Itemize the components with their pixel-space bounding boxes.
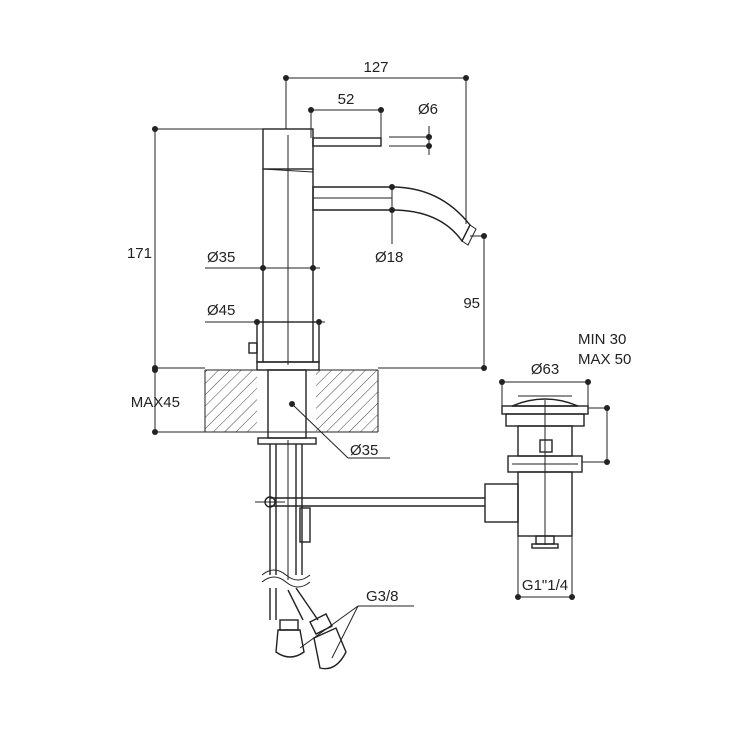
label-lever-length: 52 xyxy=(338,91,355,108)
label-total-height: 171 xyxy=(127,245,152,262)
shank-and-hoses xyxy=(257,369,347,670)
dim-max-deck: MAX45 xyxy=(131,367,205,435)
dim-spout-diameter: Ø18 xyxy=(375,184,403,266)
dim-waste-diameter: Ø63 xyxy=(499,361,591,406)
dim-hose-thread: G3/8 xyxy=(299,588,414,659)
label-waste-diameter: Ø63 xyxy=(531,361,559,378)
label-waste-min: MIN 30 xyxy=(578,331,626,348)
label-waste-thread: G1"1/4 xyxy=(522,577,568,594)
label-spout-height: 95 xyxy=(463,295,480,312)
dim-total-reach: 127 xyxy=(283,59,469,224)
waste-fitting xyxy=(484,395,589,549)
dim-base-diameter: Ø45 xyxy=(205,302,325,325)
pop-up-linkage xyxy=(255,496,485,508)
label-hose-thread: G3/8 xyxy=(366,588,399,605)
label-max-deck: MAX45 xyxy=(131,394,180,411)
dim-total-height: 171 xyxy=(127,126,263,371)
label-lever-diameter: Ø6 xyxy=(418,101,438,118)
label-total-reach: 127 xyxy=(363,59,388,76)
dim-lever-length: 52 xyxy=(308,91,384,138)
dim-waste-range: MIN 30 MAX 50 xyxy=(578,331,631,465)
dim-body-diameter: Ø35 xyxy=(205,249,320,271)
dim-waste-thread: G1"1/4 xyxy=(515,536,575,600)
faucet-body xyxy=(248,128,477,371)
dim-lever-diameter: Ø6 xyxy=(389,101,438,155)
label-body-diameter: Ø35 xyxy=(207,249,235,266)
dim-spout-height: 95 xyxy=(378,233,487,371)
label-waste-max: MAX 50 xyxy=(578,351,631,368)
label-shank-diameter: Ø35 xyxy=(350,442,378,459)
label-spout-diameter: Ø18 xyxy=(375,249,403,266)
countertop xyxy=(204,369,379,433)
dim-shank-diameter: Ø35 xyxy=(289,401,390,459)
label-base-diameter: Ø45 xyxy=(207,302,235,319)
